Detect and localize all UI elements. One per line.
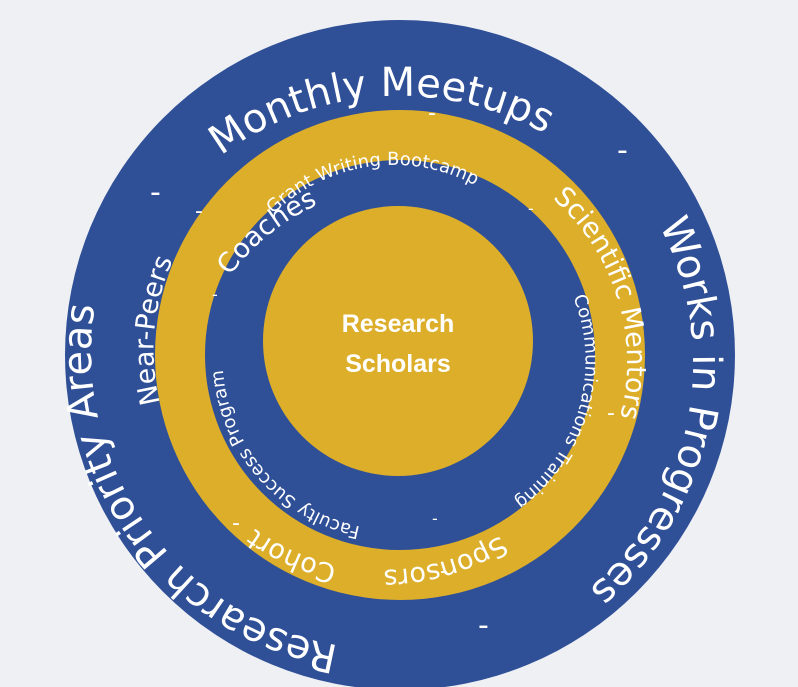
middle-separator-5: - [195, 199, 203, 224]
middle-separator-4: - [232, 511, 240, 536]
center-circle [263, 206, 533, 476]
inner-separator-1: - [528, 199, 534, 218]
middle-separator-1: - [428, 101, 436, 126]
outer-separator-3: - [478, 608, 489, 643]
middle-separator-2: - [607, 401, 615, 426]
middle-separator-3: - [440, 559, 448, 584]
center-label-line2: Scholars [345, 350, 451, 378]
outer-separator-1: - [150, 175, 161, 210]
center-label-line1: Research [342, 310, 455, 338]
outer-separator-2: - [617, 133, 628, 168]
inner-separator-3: - [212, 285, 218, 304]
inner-separator-2: - [432, 509, 438, 528]
